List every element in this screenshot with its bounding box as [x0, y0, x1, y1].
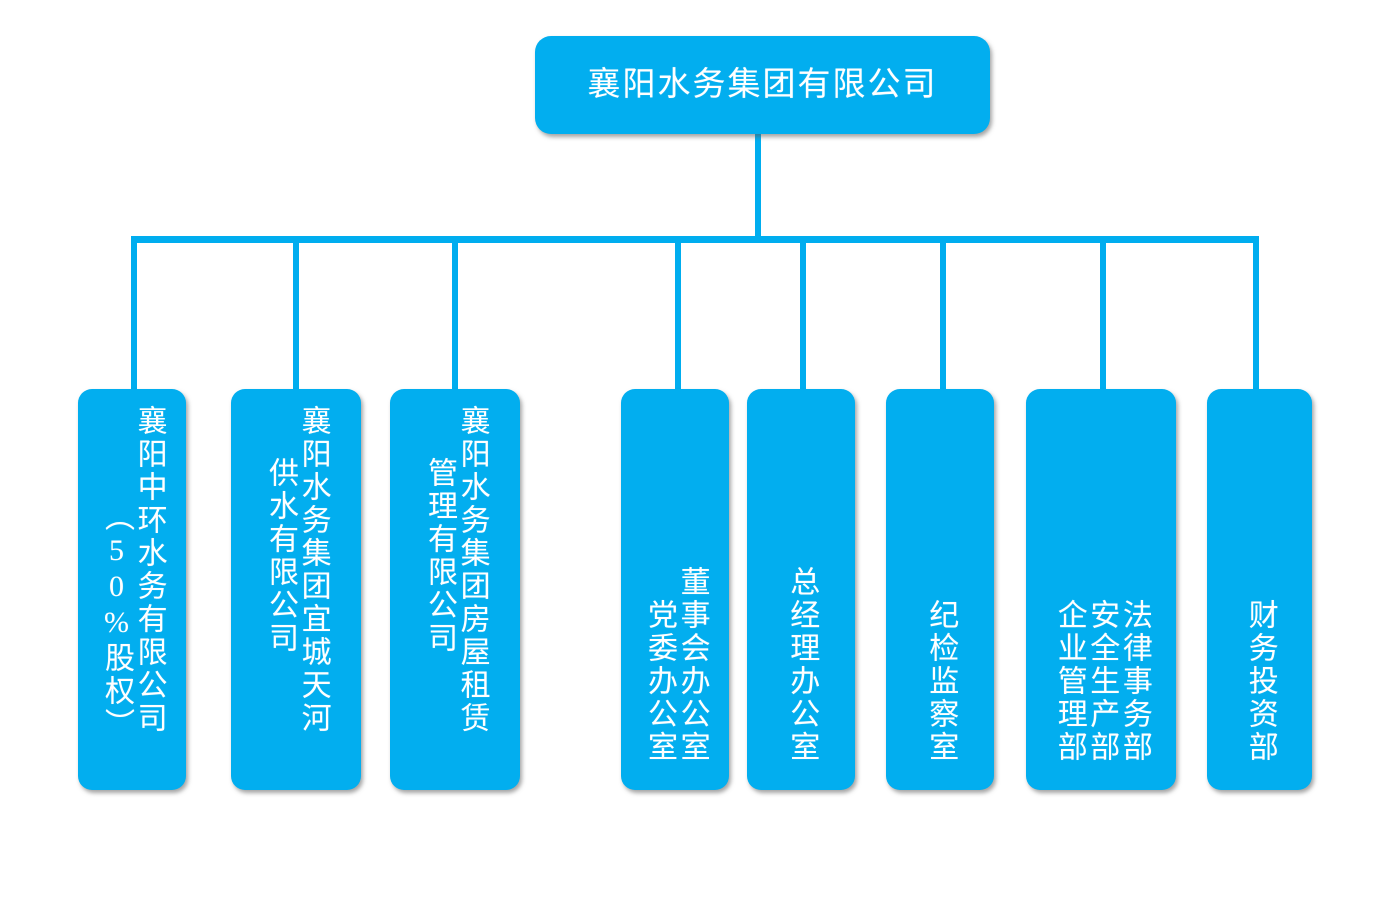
node-subsidiary-2-col-2: 供水有限公司	[264, 457, 297, 655]
node-subsidiary-1[interactable]: 襄阳中环水务有限公司 （50%股权）	[78, 389, 186, 790]
node-root-company[interactable]: 襄阳水务集团有限公司	[535, 36, 990, 134]
connector-root-stem	[755, 133, 761, 241]
node-subsidiary-1-col-1: 襄阳中环水务有限公司	[132, 405, 166, 735]
node-department-2-text: 总经理办公室	[747, 566, 855, 764]
node-subsidiary-3-col-2: 管理有限公司	[423, 457, 456, 655]
node-department-4[interactable]: 法律事务部 安全生产部 企业管理部	[1026, 389, 1176, 790]
node-department-1-col-1: 董事会办公室	[675, 566, 709, 764]
connector-drop-sub-3	[452, 240, 458, 390]
node-department-4-col-3: 企业管理部	[1052, 599, 1086, 764]
node-department-5[interactable]: 财务投资部	[1207, 389, 1312, 790]
node-department-4-col-1: 法律事务部	[1117, 599, 1151, 764]
node-department-1-col-2: 党委办公室	[643, 599, 676, 764]
node-subsidiary-2-col-1: 襄阳水务集团宜城天河	[296, 405, 330, 735]
connector-drop-sub-2	[293, 240, 299, 390]
connector-drop-dept-1	[675, 240, 681, 390]
connector-horizontal-bus	[131, 236, 1259, 243]
node-subsidiary-3[interactable]: 襄阳水务集团房屋租赁 管理有限公司	[390, 389, 520, 790]
node-department-3[interactable]: 纪检监察室	[886, 389, 994, 790]
node-department-3-col-1: 纪检监察室	[924, 599, 958, 764]
node-department-2-col-1: 总经理办公室	[785, 566, 819, 764]
connector-drop-dept-4	[1100, 240, 1106, 390]
node-subsidiary-2-text: 襄阳水务集团宜城天河 供水有限公司	[231, 405, 361, 735]
node-subsidiary-3-col-1: 襄阳水务集团房屋租赁	[455, 405, 489, 735]
node-department-1[interactable]: 董事会办公室 党委办公室	[621, 389, 729, 790]
connector-drop-dept-3	[940, 240, 946, 390]
node-department-3-text: 纪检监察室	[886, 599, 994, 764]
node-subsidiary-3-text: 襄阳水务集团房屋租赁 管理有限公司	[390, 405, 520, 735]
node-subsidiary-1-col-2: （50%股权）	[100, 501, 133, 741]
connector-drop-sub-1	[131, 240, 137, 390]
node-department-4-text: 法律事务部 安全生产部 企业管理部	[1026, 599, 1176, 764]
node-subsidiary-2[interactable]: 襄阳水务集团宜城天河 供水有限公司	[231, 389, 361, 790]
connector-drop-dept-5	[1253, 240, 1259, 390]
node-root-label: 襄阳水务集团有限公司	[587, 66, 938, 103]
node-subsidiary-1-text: 襄阳中环水务有限公司 （50%股权）	[78, 405, 186, 741]
node-department-1-text: 董事会办公室 党委办公室	[621, 566, 729, 764]
node-department-2[interactable]: 总经理办公室	[747, 389, 855, 790]
connector-drop-dept-2	[800, 240, 806, 390]
node-department-5-text: 财务投资部	[1207, 599, 1312, 764]
node-department-5-col-1: 财务投资部	[1243, 599, 1277, 764]
node-department-4-col-2: 安全生产部	[1085, 599, 1119, 764]
